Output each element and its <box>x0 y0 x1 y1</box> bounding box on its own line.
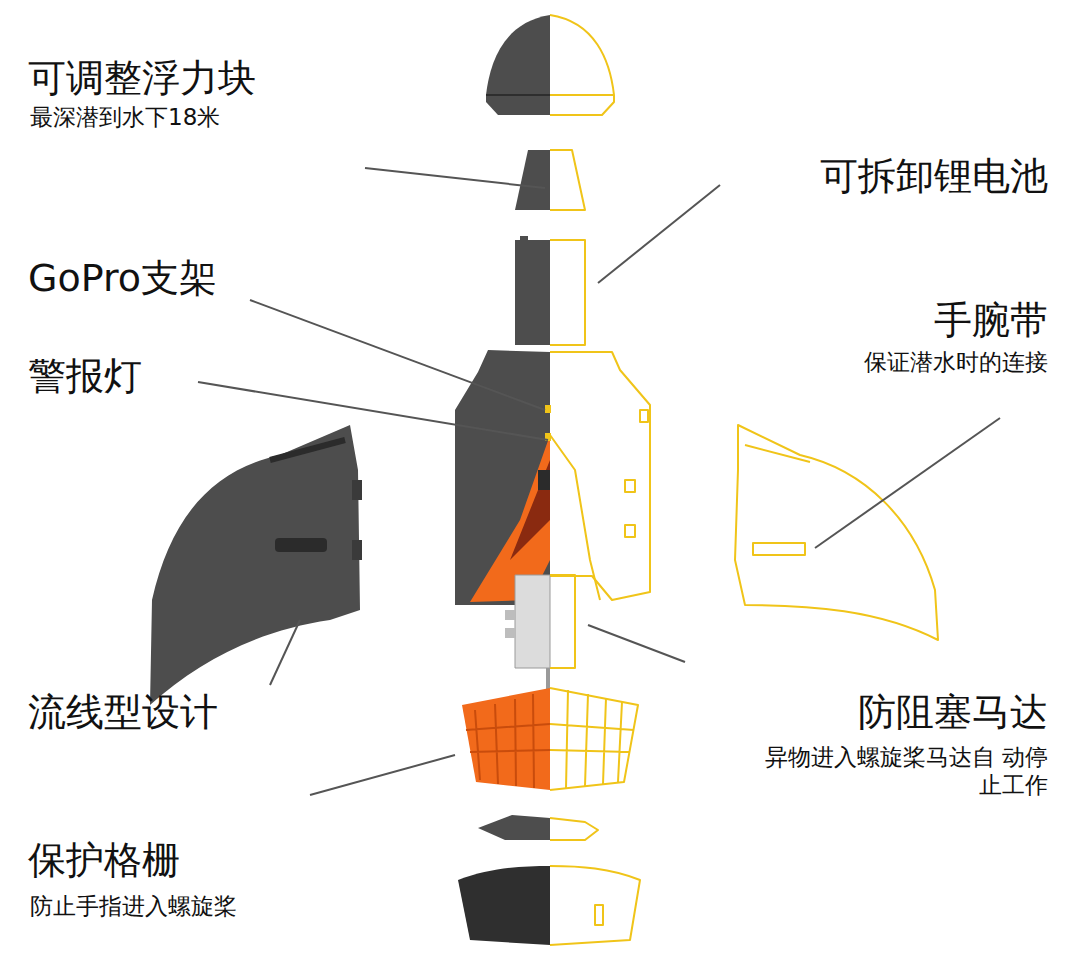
part-name: 流线型设计 <box>28 690 218 736</box>
part-note: 异物进入螺旋桨马达自 动停止工作 <box>758 744 1048 799</box>
part-name: GoPro支架 <box>28 256 217 302</box>
part-name: 手腕带 <box>934 298 1048 344</box>
part-name: 保护格栅 <box>28 838 180 884</box>
part-name: 警报灯 <box>28 354 142 400</box>
part-note: 保证潜水时的连接 <box>864 349 1048 377</box>
part-note: 最深潜到水下18米 <box>30 104 220 132</box>
part-name: 可调整浮力块 <box>28 56 256 102</box>
part-name: 可拆卸锂电池 <box>820 154 1048 200</box>
part-note: 防止手指进入螺旋桨 <box>30 893 237 921</box>
part-name: 防阻塞马达 <box>858 690 1048 736</box>
